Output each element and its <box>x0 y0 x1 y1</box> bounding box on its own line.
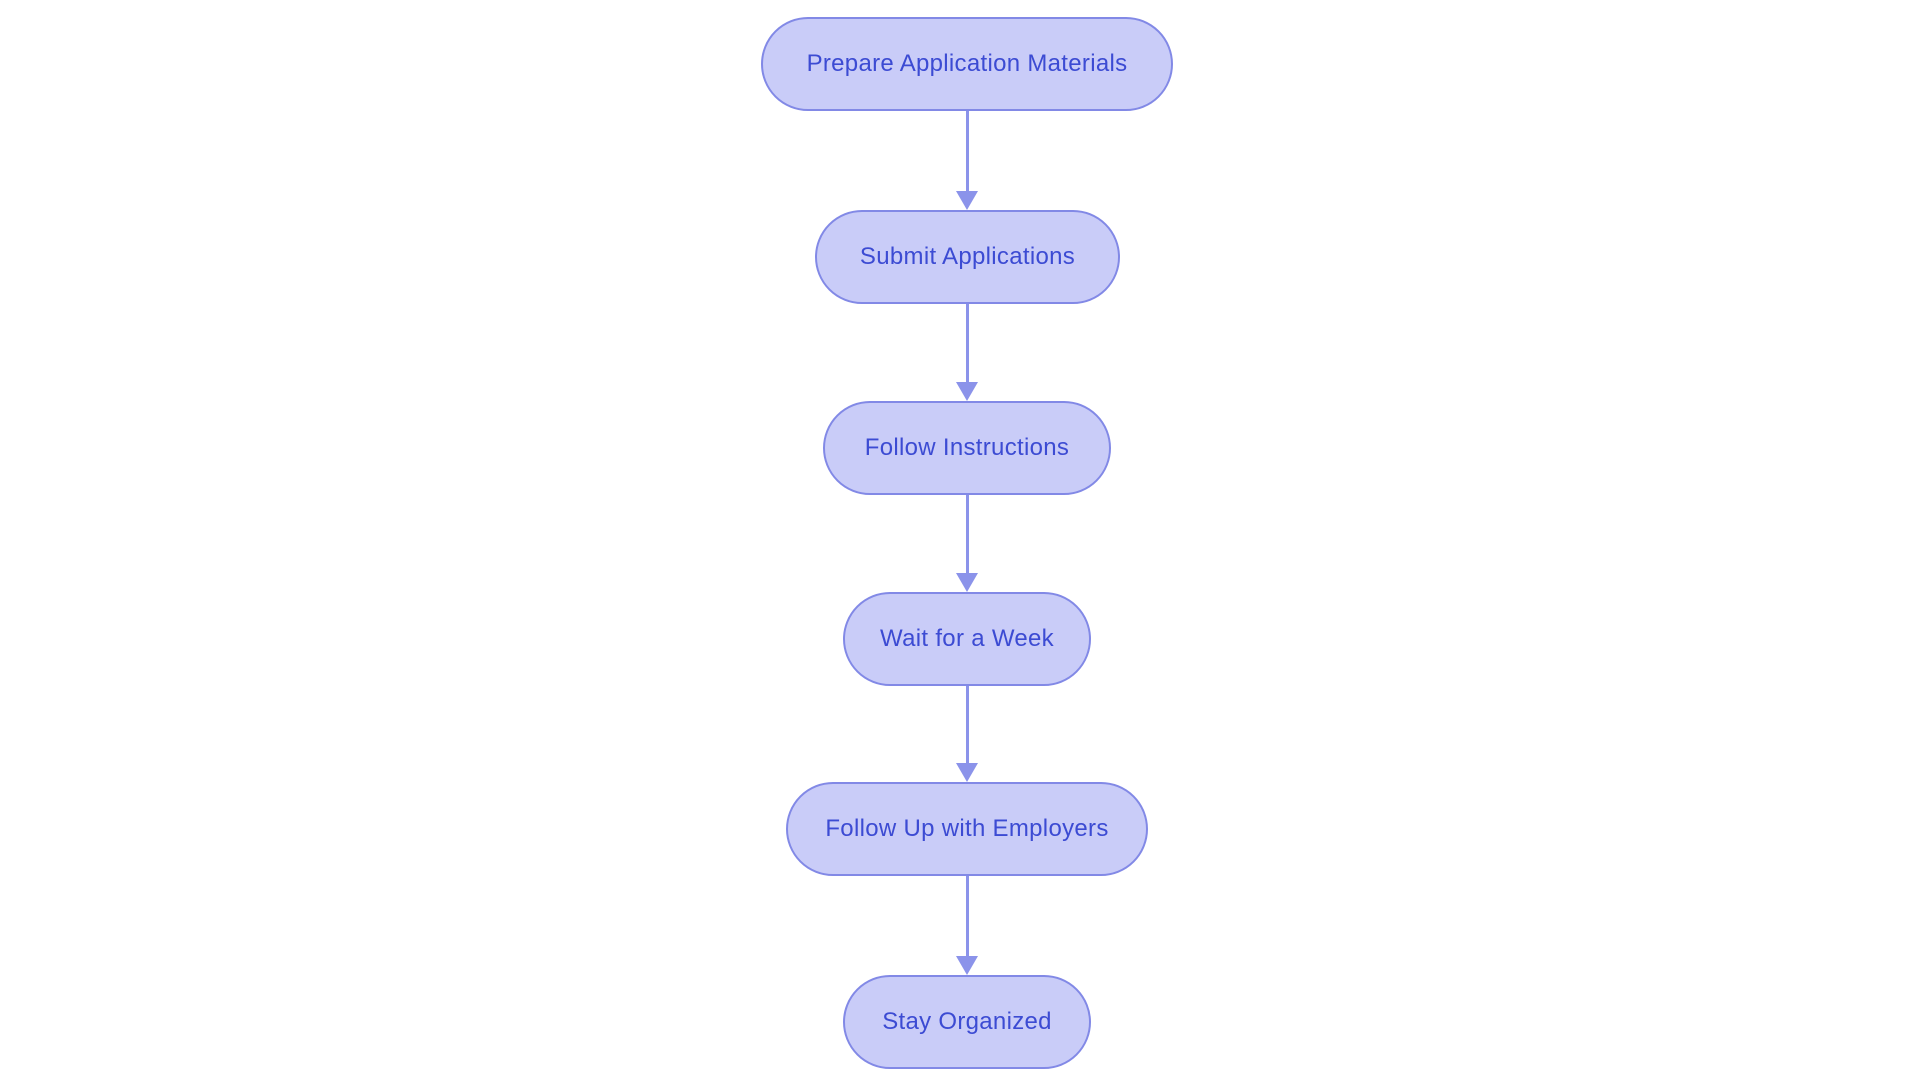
node-label: Follow Instructions <box>864 434 1070 461</box>
connector-arrow-4 <box>955 686 979 782</box>
arrowhead-down-icon <box>956 382 978 401</box>
node-label: Submit Applications <box>859 243 1076 270</box>
arrowhead-down-icon <box>956 956 978 975</box>
arrow-line <box>965 304 969 384</box>
node-wait-for-a-week: Wait for a Week <box>843 592 1091 686</box>
node-label: Prepare Application Materials <box>806 50 1128 77</box>
connector-arrow-5 <box>955 876 979 975</box>
arrowhead-down-icon <box>956 763 978 782</box>
arrowhead-down-icon <box>956 191 978 210</box>
node-follow-up-with-employers: Follow Up with Employers <box>786 782 1148 876</box>
arrow-line <box>965 686 969 765</box>
node-submit-applications: Submit Applications <box>815 210 1120 304</box>
connector-arrow-1 <box>955 111 979 210</box>
arrowhead-down-icon <box>956 573 978 592</box>
node-label: Follow Up with Employers <box>825 815 1109 842</box>
arrow-line <box>965 495 969 575</box>
connector-arrow-2 <box>955 304 979 401</box>
arrow-line <box>965 111 969 193</box>
node-stay-organized: Stay Organized <box>843 975 1091 1069</box>
node-label: Wait for a Week <box>880 625 1054 652</box>
node-label: Stay Organized <box>882 1008 1052 1035</box>
arrow-line <box>965 876 969 958</box>
node-follow-instructions: Follow Instructions <box>823 401 1111 495</box>
connector-arrow-3 <box>955 495 979 592</box>
node-prepare-application-materials: Prepare Application Materials <box>761 17 1173 111</box>
